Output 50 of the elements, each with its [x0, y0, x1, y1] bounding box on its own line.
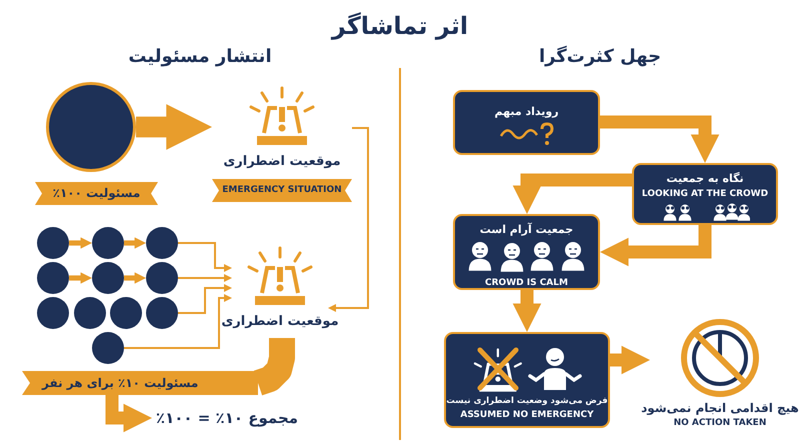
arrow: [178, 274, 232, 282]
title: اثر تماشاگر: [330, 12, 470, 40]
thick-arrow: [512, 174, 632, 214]
box-subtitle: CROWD IS CALM: [485, 278, 568, 288]
node-label: موقعیت اضطراری: [223, 154, 341, 169]
box-subtitle: ASSUMED NO EMERGENCY: [460, 410, 594, 420]
section-heading: جهل کثرت‌گرا: [538, 46, 662, 67]
connector-band: [254, 338, 295, 396]
thick-arrow: [106, 395, 152, 432]
circle: [146, 227, 178, 259]
box-heading: نگاه به جمعیت: [666, 172, 744, 184]
process-box: [444, 332, 610, 428]
thick-arrow: [610, 346, 650, 374]
node-label: هیچ اقدامی انجام نمی‌شود: [641, 401, 799, 415]
section-heading: انتشار مسئولیت: [127, 46, 273, 67]
circle: [146, 262, 178, 294]
band: مسئولیت ۱۰٪ برای هر نفر: [22, 371, 258, 395]
arrow: [124, 237, 146, 249]
thick-arrow: [136, 104, 212, 150]
arrow: [69, 272, 92, 284]
circle: [74, 297, 106, 329]
circle: [110, 297, 142, 329]
circle: [37, 297, 69, 329]
box-heading: فرض می‌شود وضعیت اضطراری نیست: [446, 396, 608, 406]
node-label: موقعیت اضطراری: [221, 314, 339, 329]
arrow: [124, 294, 232, 349]
box-heading: رویداد مبهم: [494, 105, 559, 118]
circle: [92, 332, 124, 364]
circle: [37, 262, 69, 294]
thick-arrow: [600, 116, 720, 163]
box-subtitle: LOOKING AT THE CROWD: [642, 188, 768, 198]
arrow: [178, 242, 232, 272]
process-box: [453, 90, 600, 155]
banner: EMERGENCY SITUATION: [212, 179, 352, 202]
arrow: [328, 127, 369, 312]
arrow: [178, 284, 232, 314]
circle: [146, 297, 178, 329]
arrow: [69, 237, 92, 249]
thick-arrow: [512, 290, 542, 332]
arrow: [124, 272, 146, 284]
circle: [37, 227, 69, 259]
process-box: [453, 214, 600, 290]
banner: مسئولیت ۱۰۰٪: [35, 182, 158, 205]
circle: [92, 227, 124, 259]
thick-arrow: [600, 225, 712, 266]
process-box: [632, 163, 778, 225]
box-heading: جمعیت آرام است: [480, 222, 574, 236]
sum-text: مجموع ۱۰٪ = ۱۰۰٪: [152, 405, 302, 431]
circle: [92, 262, 124, 294]
box-subtitle: NO ACTION TAKEN: [674, 418, 766, 428]
